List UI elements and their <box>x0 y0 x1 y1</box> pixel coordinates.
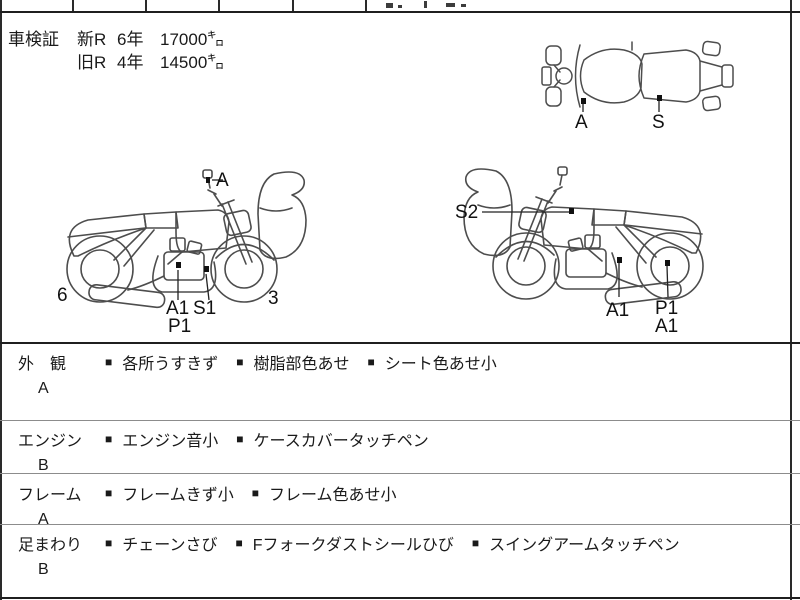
cutoff-text-fragment <box>398 5 402 8</box>
condition-item: ■ フレーム色あせ小 <box>252 481 397 505</box>
condition-item-text: スイングアームタッチペン <box>489 537 680 554</box>
condition-row-frame: フレーム ■ フレームきず小 ■ フレーム色あせ小 A <box>0 481 788 529</box>
right-view-label-p1: P1 <box>655 298 679 319</box>
condition-item-text: チェーンさび <box>122 537 218 554</box>
cell-divider <box>72 0 74 11</box>
cutoff-text-fragment <box>446 3 455 7</box>
shaken-old-year: 4年 <box>117 53 144 72</box>
motorcycle-left-side-diagram <box>66 169 307 309</box>
left-view-label-a1: A1 <box>166 298 190 319</box>
left-view-label-3: 3 <box>268 288 279 309</box>
cutoff-text-fragment <box>424 1 427 8</box>
condition-item-text: Fフォークダストシールひび <box>252 537 454 554</box>
row-separator <box>0 524 800 525</box>
cell-divider <box>145 0 147 11</box>
left-view-damage-markers <box>176 177 223 301</box>
condition-item-text: フレームきず小 <box>122 487 234 504</box>
grade-value: B <box>38 457 49 474</box>
left-view-label-a: A <box>216 170 229 191</box>
condition-items: ■ チェーンさび ■ Fフォークダストシールひび ■ スイングアームタッチペン <box>105 531 680 555</box>
shaken-entry-new: 新R 6年 17000㌔ <box>77 28 224 51</box>
condition-item: ■ エンジン音小 <box>105 427 218 451</box>
left-view-label-s1: S1 <box>193 298 217 319</box>
category-label: 外 観 <box>18 356 67 373</box>
bullet-icon: ■ <box>251 486 260 500</box>
shaken-entries: 新R 6年 17000㌔ 旧R 4年 14500㌔ <box>77 28 224 74</box>
motorcycle-top-view-diagram <box>541 40 734 112</box>
top-view-label-a: A <box>575 112 588 133</box>
shaken-title: 車検証 <box>8 30 59 49</box>
top-row-bottom-border <box>0 11 800 13</box>
grade-value: B <box>38 561 49 578</box>
left-view-label-p1: P1 <box>168 316 192 337</box>
grade-value: A <box>38 511 49 528</box>
right-view-damage-markers <box>482 208 670 298</box>
row-separator <box>0 420 800 421</box>
category-label: 足まわり <box>18 537 83 554</box>
shaken-block: 車検証 新R 6年 17000㌔ 旧R 4年 14500㌔ <box>8 28 224 74</box>
motorcycle-right-side-diagram <box>463 166 704 306</box>
bullet-icon: ■ <box>236 355 244 369</box>
condition-table-bottom-border <box>0 597 800 599</box>
condition-row-exterior: 外 観 ■ 各所うすきず ■ 樹脂部色あせ ■ シート色あせ小 A <box>0 350 788 398</box>
condition-item-text: エンジン音小 <box>122 433 219 450</box>
condition-item-text: ケースカバータッチペン <box>253 433 429 450</box>
shaken-old-label: 旧R <box>77 53 107 72</box>
bullet-icon: ■ <box>105 536 113 550</box>
condition-items: ■ フレームきず小 ■ フレーム色あせ小 <box>105 481 397 505</box>
category-label: フレーム <box>18 487 82 504</box>
bullet-icon: ■ <box>236 432 244 446</box>
condition-items: ■ 各所うすきず ■ 樹脂部色あせ ■ シート色あせ小 <box>105 350 497 374</box>
shaken-new-year: 6年 <box>117 30 144 49</box>
shaken-entry-old: 旧R 4年 14500㌔ <box>77 51 224 74</box>
category-label: エンジン <box>18 433 83 450</box>
condition-row-undercarriage: 足まわり ■ チェーンさび ■ Fフォークダストシールひび ■ スイングアームタッチペ… <box>0 531 788 579</box>
condition-item: ■ ケースカバータッチペン <box>236 427 428 451</box>
shaken-new-label: 新R <box>77 30 107 49</box>
condition-item: ■ フレームきず小 <box>105 481 234 505</box>
bullet-icon: ■ <box>105 432 113 446</box>
bullet-icon: ■ <box>105 355 113 369</box>
grade-value: A <box>38 380 49 397</box>
condition-table-top-border <box>0 342 800 344</box>
top-view-label-s: S <box>652 112 665 133</box>
bullet-icon: ■ <box>367 355 375 369</box>
left-view-label-6: 6 <box>57 285 68 306</box>
condition-item: ■ Fフォークダストシールひび <box>235 531 453 555</box>
shaken-new-distance: 17000㌔ <box>160 30 225 49</box>
condition-item-text: フレーム色あせ小 <box>269 487 397 504</box>
bullet-icon: ■ <box>471 536 480 550</box>
right-view-label-a1b: A1 <box>655 316 679 337</box>
cell-divider <box>292 0 294 11</box>
condition-item: ■ スイングアームタッチペン <box>472 531 680 555</box>
condition-row-engine: エンジン ■ エンジン音小 ■ ケースカバータッチペン B <box>0 427 788 475</box>
bullet-icon: ■ <box>235 536 243 550</box>
condition-item-text: シート色あせ小 <box>384 356 497 373</box>
top-view-damage-markers <box>581 95 662 112</box>
condition-item: ■ 樹脂部色あせ <box>236 350 349 374</box>
sheet-left-border <box>0 0 2 600</box>
condition-item: ■ シート色あせ小 <box>368 350 497 374</box>
cutoff-text-fragment <box>461 4 466 7</box>
cell-divider <box>218 0 220 11</box>
right-view-label-a1: A1 <box>606 300 630 321</box>
condition-item: ■ 各所うすきず <box>105 350 218 374</box>
bullet-icon: ■ <box>105 486 113 500</box>
right-view-label-s2: S2 <box>455 202 479 223</box>
row-separator <box>0 473 800 474</box>
condition-item-text: 各所うすきず <box>122 356 219 373</box>
cell-divider <box>365 0 367 11</box>
sheet-right-border <box>790 0 792 600</box>
shaken-old-distance: 14500㌔ <box>160 53 225 72</box>
condition-item: ■ チェーンさび <box>105 531 217 555</box>
condition-item-text: 樹脂部色あせ <box>253 356 350 373</box>
cutoff-text-fragment <box>386 3 393 8</box>
condition-items: ■ エンジン音小 ■ ケースカバータッチペン <box>105 427 429 451</box>
